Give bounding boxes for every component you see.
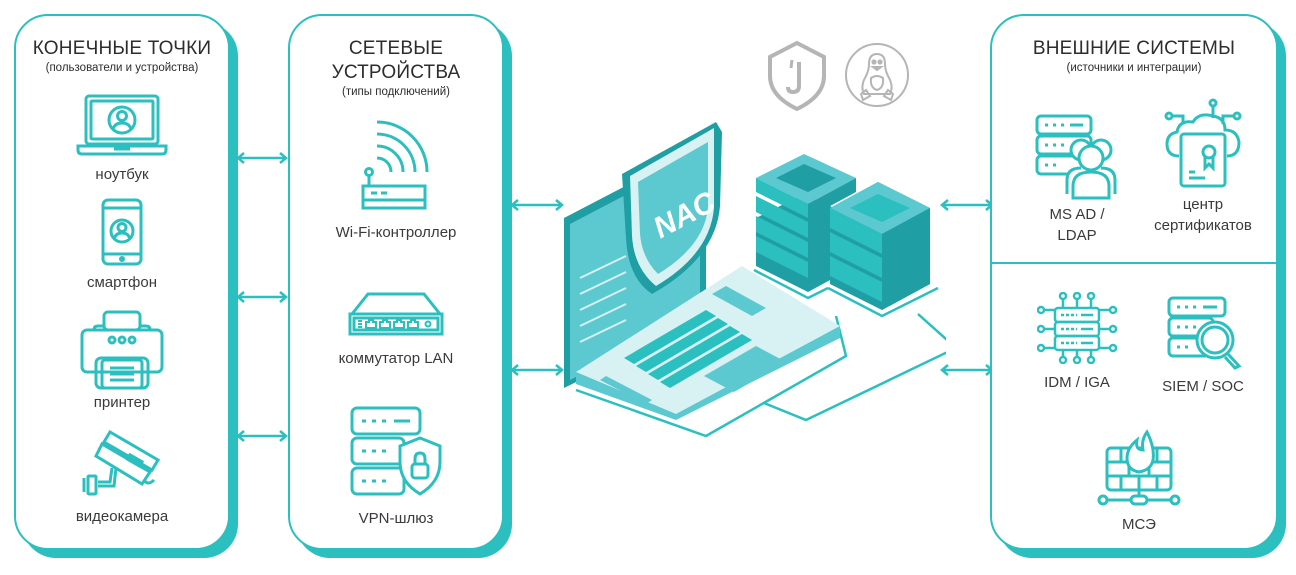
external-label: LDAP: [1057, 227, 1097, 244]
network-switch-icon: [348, 292, 444, 336]
server-stack-1: [756, 154, 856, 328]
panel-title-line1: СЕТЕВЫЕ: [348, 38, 444, 59]
external-firewall: МСЭ: [1074, 428, 1204, 535]
cctv-camera-icon: [82, 430, 161, 496]
endpoints-panel: КОНЕЧНЫЕ ТОЧКИ (пользователи и устройств…: [14, 14, 238, 558]
panel-subtitle: (пользователи и устройства): [45, 62, 199, 74]
directory-users-icon: [1035, 114, 1117, 200]
network-label: коммутатор LAN: [338, 350, 454, 367]
endpoint-camera: видеокамера: [14, 430, 230, 527]
laptop-base-outline: [575, 315, 848, 438]
linux-tux-logo: [845, 43, 909, 107]
endpoint-laptop: ноутбук: [14, 94, 230, 185]
vpn-server-shield-icon: [350, 406, 442, 496]
bidirectional-arrow: [510, 199, 564, 211]
bidirectional-arrow: [940, 199, 994, 211]
bidirectional-arrow: [510, 364, 564, 376]
panel-subtitle: (типы подключений): [342, 86, 450, 98]
smartphone-user-icon: [101, 198, 143, 266]
endpoint-label: видеокамера: [75, 508, 169, 525]
idm-chip-icon: [1037, 292, 1117, 364]
nac-shield-inner: [638, 142, 708, 274]
network-devices-panel: СЕТЕВЫЕ УСТРОЙСТВА (типы подключений) Wi…: [288, 14, 512, 558]
external-ms-ad-ldap: MS AD / LDAP: [1012, 114, 1142, 246]
endpoint-label: смартфон: [86, 274, 157, 291]
panel-title: КОНЕЧНЫЕ ТОЧКИ: [32, 38, 212, 59]
network-lan-switch: коммутатор LAN: [288, 290, 504, 369]
external-label: сертификатов: [1154, 217, 1252, 234]
wifi-router-icon: [361, 120, 429, 210]
network-wifi-controller: Wi-Fi-контроллер: [288, 118, 504, 243]
endpoint-label: принтер: [93, 394, 151, 411]
external-siem-soc: SIEM / SOC: [1138, 296, 1268, 397]
panel-face: [288, 14, 504, 550]
bidirectional-arrow: [236, 291, 288, 303]
external-label: центр: [1182, 196, 1224, 213]
external-certificate-authority: центр сертификатов: [1138, 98, 1268, 236]
laptop-user-icon: [76, 94, 168, 156]
external-systems-panel: ВНЕШНИЕ СИСТЕМЫ (источники и интеграции)…: [990, 14, 1286, 558]
panel-title: ВНЕШНИЕ СИСТЕМЫ: [1032, 38, 1236, 59]
connector-arrows-center-right: [940, 199, 994, 376]
siem-search-icon: [1167, 296, 1242, 370]
external-label: IDM / IGA: [1044, 374, 1110, 391]
keyboard-keys: [600, 286, 786, 404]
endpoint-printer: принтер: [14, 310, 230, 413]
connector-arrows-left: [236, 152, 288, 442]
server-stack-2: [827, 182, 939, 318]
endpoint-label: ноутбук: [95, 166, 149, 183]
panel-divider: [990, 262, 1278, 264]
external-label: MS AD /: [1049, 206, 1105, 223]
panel-subtitle: (источники и интеграции): [1066, 62, 1202, 74]
connector-arrows-center-left: [510, 199, 564, 376]
nac-illustration: NAC: [564, 122, 946, 438]
panel-title-line2: УСТРОЙСТВА: [331, 62, 461, 83]
cloud-certificate-icon: [1164, 98, 1242, 188]
bidirectional-arrow: [940, 364, 994, 376]
endpoint-smartphone: смартфон: [14, 198, 230, 293]
external-label: SIEM / SOC: [1162, 378, 1244, 395]
network-label: VPN-шлюз: [358, 510, 434, 527]
printer-icon: [80, 310, 164, 390]
network-label: Wi-Fi-контроллер: [335, 224, 457, 241]
connection-line: [763, 313, 946, 422]
bidirectional-arrow: [236, 430, 288, 442]
external-label: МСЭ: [1122, 516, 1156, 533]
bidirectional-arrow: [236, 152, 288, 164]
jatoba-shield-logo: [768, 40, 826, 112]
firewall-icon: [1097, 429, 1181, 506]
panel-face: [14, 14, 230, 550]
external-idm-iga: IDM / IGA: [1012, 292, 1142, 393]
network-vpn-gateway: VPN-шлюз: [288, 406, 504, 529]
